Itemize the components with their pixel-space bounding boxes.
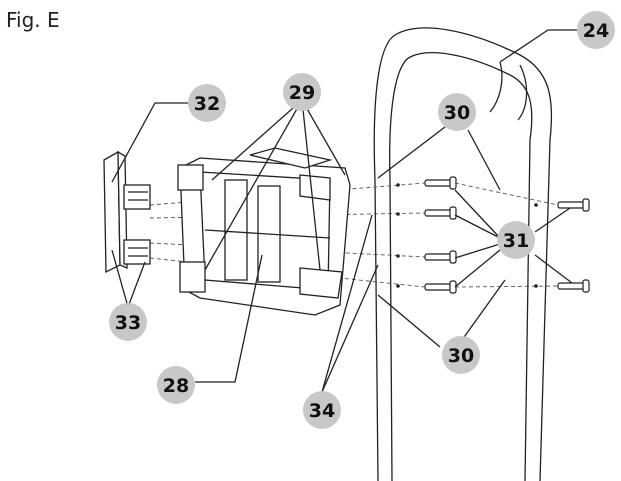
leader-31e bbox=[534, 207, 571, 233]
callout-label: 32 bbox=[194, 93, 220, 115]
frame-inner-edge bbox=[389, 52, 533, 481]
plate-front bbox=[103, 150, 121, 274]
frame-top-bend-2 bbox=[517, 64, 528, 121]
leader-31b bbox=[454, 214, 501, 239]
callout-label: 29 bbox=[289, 82, 315, 104]
leader-33b bbox=[127, 261, 146, 308]
callout-32: 32 bbox=[188, 84, 226, 122]
bolt bbox=[424, 176, 457, 190]
callout-31: 31 bbox=[497, 221, 535, 259]
leader-30-bottom-a bbox=[377, 294, 441, 348]
leader-34b bbox=[321, 264, 379, 393]
leader-28 bbox=[195, 254, 263, 383]
bracket-top-plate bbox=[249, 147, 333, 169]
leader-31f bbox=[534, 254, 573, 284]
bracket-upper-lug bbox=[177, 164, 204, 191]
leader-31a bbox=[454, 189, 501, 239]
bolt bbox=[424, 250, 457, 264]
bracket-crossbar bbox=[204, 229, 331, 239]
leader-29a bbox=[211, 99, 303, 181]
leader-lines bbox=[111, 29, 577, 393]
figure-caption: Fig. E bbox=[6, 8, 60, 32]
callout-label: 34 bbox=[309, 400, 335, 422]
leader-31d bbox=[454, 249, 501, 288]
leader-32 bbox=[111, 102, 188, 183]
frame-holes bbox=[396, 183, 538, 288]
callout-34: 34 bbox=[303, 391, 341, 429]
bolt bbox=[424, 280, 457, 294]
plate-upper-block bbox=[123, 184, 151, 210]
bracket-lower-lug bbox=[179, 261, 206, 293]
leader-30-top-b bbox=[467, 129, 501, 191]
leader-29c bbox=[301, 99, 321, 271]
plate-edge bbox=[117, 150, 128, 269]
callout-label: 30 bbox=[444, 102, 470, 124]
leader-30-bottom-b bbox=[461, 279, 506, 341]
bolt bbox=[557, 198, 590, 212]
frame-top-bend bbox=[489, 61, 503, 113]
tilt-mechanism-bracket bbox=[177, 147, 351, 316]
leader-30-top-a bbox=[377, 126, 446, 179]
bolt bbox=[424, 206, 457, 220]
leader-34a bbox=[321, 214, 373, 393]
bolts-right-row bbox=[557, 198, 590, 293]
callout-label: 30 bbox=[448, 345, 474, 367]
callout-29: 29 bbox=[283, 73, 321, 111]
callout-30-top: 30 bbox=[438, 93, 476, 131]
leader-33a bbox=[111, 249, 129, 308]
leader-29d bbox=[301, 99, 346, 176]
plate-lower-block bbox=[123, 239, 151, 265]
leader-24 bbox=[499, 29, 577, 63]
callout-label: 33 bbox=[115, 312, 141, 334]
bracket-upper-arm bbox=[299, 174, 331, 201]
back-plate bbox=[103, 150, 151, 274]
leader-31c bbox=[454, 243, 501, 259]
frame-outer-edge bbox=[373, 27, 553, 481]
callout-label: 28 bbox=[163, 375, 189, 397]
callout-30-bottom: 30 bbox=[442, 336, 480, 374]
callout-label: 31 bbox=[503, 230, 529, 252]
bracket-lower-arm bbox=[299, 267, 343, 299]
callout-24: 24 bbox=[577, 11, 615, 49]
backrest-frame bbox=[373, 27, 553, 481]
leader-29b bbox=[204, 99, 303, 271]
bolts-left-row bbox=[424, 176, 457, 294]
callout-label: 24 bbox=[583, 20, 609, 42]
callout-28: 28 bbox=[157, 366, 195, 404]
bolt bbox=[557, 279, 590, 293]
callout-33: 33 bbox=[109, 303, 147, 341]
